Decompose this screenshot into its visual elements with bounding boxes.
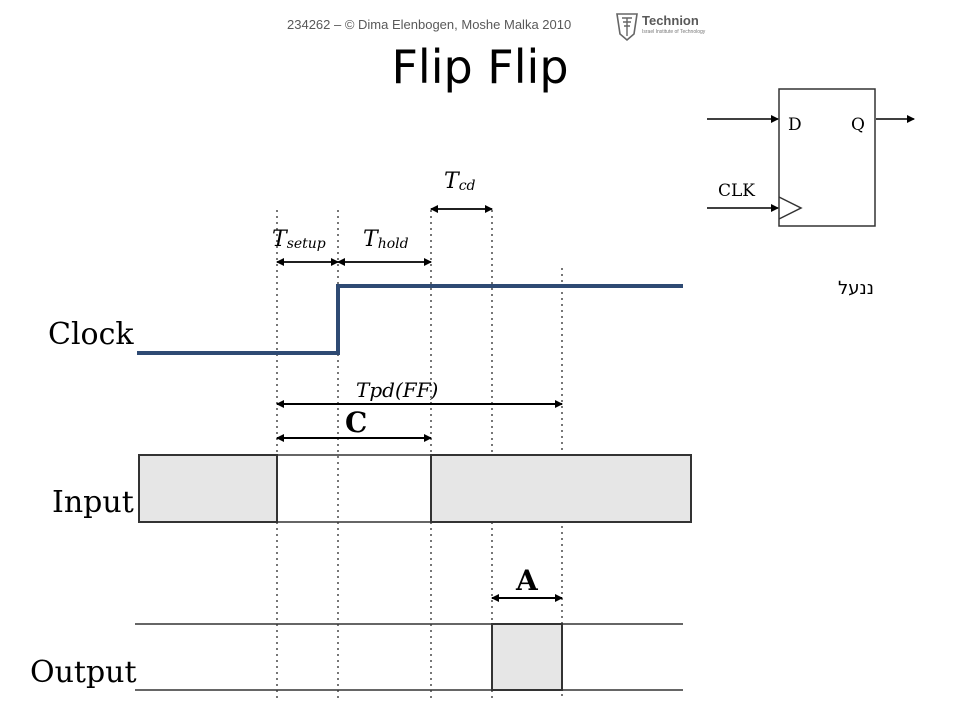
clock-waveform [137, 284, 683, 355]
clock-triangle-icon [778, 196, 803, 220]
technion-emblem-icon [616, 13, 638, 42]
clock-signal: Clock [48, 284, 683, 355]
input-signal-label: Input [52, 485, 134, 520]
t-pd-label: Tpd(FF) [356, 378, 438, 402]
c-label: C [345, 406, 367, 439]
logo-name: Technion [642, 13, 699, 28]
output-signal: Output [30, 623, 683, 691]
t-cd-label: Tcd [444, 169, 476, 194]
flipflop-box [778, 88, 876, 227]
timing-labels: Tcd Tsetup Thold Tpd(FF) C A [272, 169, 563, 602]
q-label: Q [851, 115, 865, 135]
t-setup-label: Tsetup [272, 227, 326, 252]
clock-signal-label: Clock [48, 317, 134, 352]
d-flipflop-symbol: D Q CLK [707, 88, 915, 227]
copyright-text: 234262 – © Dima Elenbogen, Moshe Malka 2… [287, 17, 572, 32]
input-valid-before [138, 454, 278, 523]
input-signal: Input [52, 454, 692, 523]
slide-title: Flip Flip [391, 40, 569, 94]
clk-label: CLK [718, 181, 755, 201]
logo-subtext: Israel Institute of Technology [642, 29, 706, 35]
d-label: D [788, 115, 802, 135]
a-label: A [515, 564, 539, 597]
input-valid-after [430, 454, 692, 523]
t-hold-label: Thold [363, 227, 409, 252]
output-signal-label: Output [30, 655, 137, 690]
technion-logo: Technion Israel Institute of Technology [614, 12, 734, 42]
output-changing-box [491, 623, 563, 691]
slide-header: 234262 – © Dima Elenbogen, Moshe Malka 2… [0, 12, 960, 42]
locked-label: ננעל [838, 278, 874, 299]
